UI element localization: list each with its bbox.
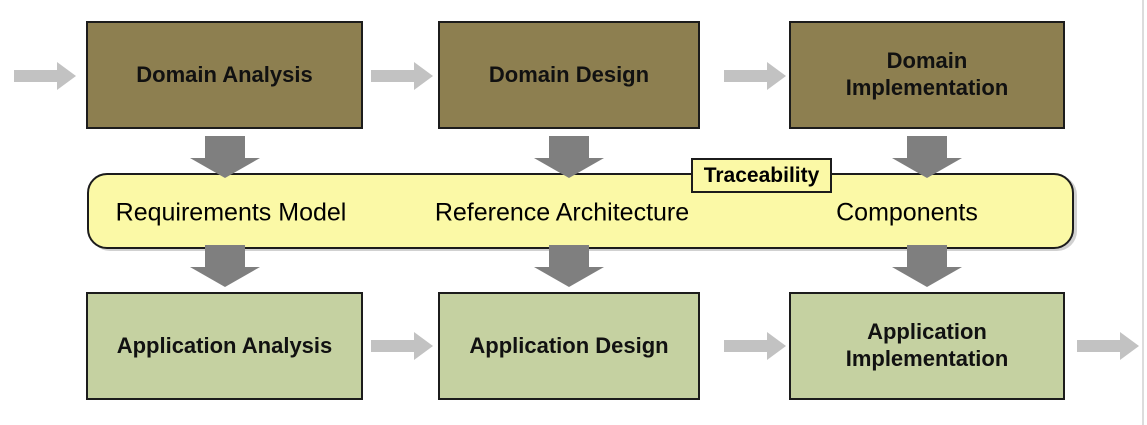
application-implementation-box: Application Implementation bbox=[789, 292, 1065, 400]
flow-right-arrow-icon bbox=[1077, 332, 1139, 360]
flow-right-arrow-icon bbox=[14, 62, 76, 90]
traceability-tag-label: Traceability bbox=[703, 163, 820, 187]
application-design-box: Application Design bbox=[438, 292, 700, 400]
flow-down-arrow-icon bbox=[534, 136, 604, 178]
flow-right-arrow-icon bbox=[724, 332, 786, 360]
domain-implementation-box: Domain Implementation bbox=[789, 21, 1065, 129]
flow-right-arrow-icon bbox=[371, 62, 433, 90]
domain-design-label: Domain Design bbox=[488, 61, 650, 87]
page-edge-line bbox=[1142, 0, 1144, 425]
flow-down-arrow-icon bbox=[892, 136, 962, 178]
application-implementation-label: Application Implementation bbox=[845, 319, 1009, 371]
traceability-tag: Traceability bbox=[691, 158, 832, 193]
flow-down-arrow-icon bbox=[190, 136, 260, 178]
domain-implementation-label: Domain Implementation bbox=[845, 48, 1009, 100]
flow-down-arrow-icon bbox=[190, 245, 260, 287]
domain-design-box: Domain Design bbox=[438, 21, 700, 129]
flow-down-arrow-icon bbox=[534, 245, 604, 287]
domain-analysis-label: Domain Analysis bbox=[136, 61, 313, 87]
flow-down-arrow-icon bbox=[892, 245, 962, 287]
flow-right-arrow-icon bbox=[724, 62, 786, 90]
components-label: Components bbox=[836, 198, 978, 226]
application-analysis-label: Application Analysis bbox=[116, 332, 333, 358]
application-design-label: Application Design bbox=[469, 332, 669, 358]
domain-analysis-box: Domain Analysis bbox=[86, 21, 363, 129]
requirements-model-label: Requirements Model bbox=[115, 198, 347, 226]
application-analysis-box: Application Analysis bbox=[86, 292, 363, 400]
traceability-band bbox=[87, 173, 1074, 249]
reference-architecture-label: Reference Architecture bbox=[434, 198, 690, 226]
flow-right-arrow-icon bbox=[371, 332, 433, 360]
